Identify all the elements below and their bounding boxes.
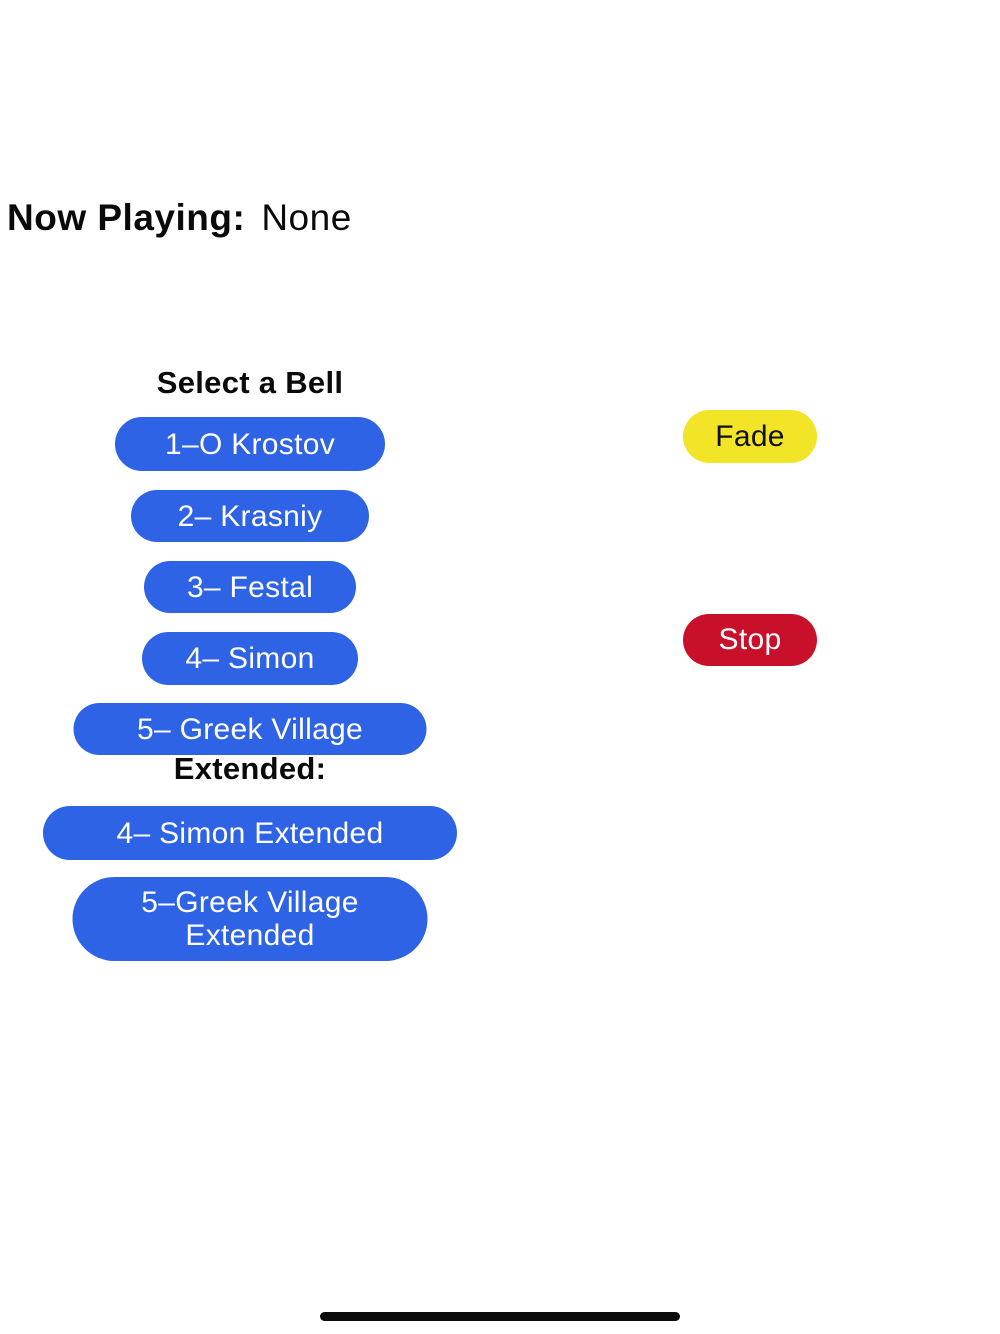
bell-button-1[interactable]: 1–O Krostov [115,417,385,471]
bell-button-3[interactable]: 3– Festal [144,561,356,613]
select-a-bell-heading: Select a Bell [156,365,344,400]
bell-button-5[interactable]: 5– Greek Village [73,703,427,755]
now-playing-row: Now Playing: None [7,197,352,239]
fade-button[interactable]: Fade [683,410,817,463]
extended-heading: Extended: [173,751,327,786]
bell-selector-column: Select a Bell 1–O Krostov 2– Krasniy 3– Fe… [43,365,457,961]
extended-bell-button-1[interactable]: 4– Simon Extended [43,806,457,860]
bell-button-2[interactable]: 2– Krasniy [131,490,369,542]
home-indicator[interactable] [320,1312,680,1321]
stop-button[interactable]: Stop [683,614,817,666]
now-playing-value: None [261,197,352,238]
bell-button-4[interactable]: 4– Simon [142,632,358,685]
extended-bell-button-2[interactable]: 5–Greek Village Extended [72,877,428,961]
now-playing-label: Now Playing: [7,197,246,238]
